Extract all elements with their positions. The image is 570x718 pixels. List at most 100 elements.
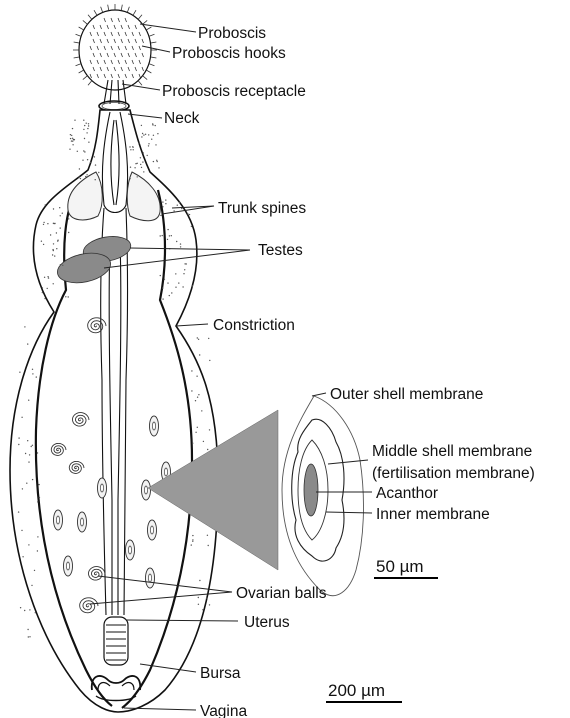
- stipple-dot: [19, 372, 20, 373]
- stipple-dot: [42, 292, 43, 293]
- stipple-dot: [98, 172, 99, 173]
- stipple-dot: [53, 223, 54, 224]
- stipple-dot: [162, 287, 163, 288]
- stipple-dot: [36, 376, 37, 377]
- stipple-dot: [207, 449, 208, 450]
- stipple-dot: [53, 208, 54, 209]
- stipple-dot: [84, 138, 85, 139]
- stipple-dot: [72, 141, 73, 142]
- stipple-dot: [162, 298, 163, 299]
- stipple-dot: [73, 139, 74, 140]
- stipple-dot: [71, 135, 72, 136]
- stipple-dot: [169, 235, 170, 236]
- stipple-dot: [82, 160, 83, 161]
- egg-core: [57, 516, 60, 524]
- stipple-dot: [87, 128, 88, 129]
- stipple-dot: [24, 610, 25, 611]
- stipple-dot: [181, 208, 182, 209]
- stipple-dot: [140, 164, 141, 165]
- stipple-dot: [165, 199, 166, 200]
- stipple-dot: [72, 138, 73, 139]
- stipple-dot: [162, 235, 163, 236]
- stipple-dot: [94, 156, 95, 157]
- stipple-dot: [95, 179, 96, 180]
- stipple-dot: [29, 636, 30, 637]
- label-proboscis-receptacle: Proboscis receptacle: [162, 83, 306, 100]
- stipple-dot: [31, 585, 32, 586]
- stipple-dot: [197, 397, 198, 398]
- label-ovarian-balls: Ovarian balls: [236, 585, 327, 602]
- stipple-dot: [18, 444, 19, 445]
- label-trunk-spines: Trunk spines: [218, 200, 306, 217]
- label-proboscis-hooks: Proboscis hooks: [172, 45, 286, 62]
- stipple-dot: [162, 206, 163, 207]
- stipple-dot: [70, 138, 71, 139]
- stipple-dot: [85, 176, 86, 177]
- stipple-dot: [137, 176, 138, 177]
- stipple-dot: [183, 273, 184, 274]
- stipple-dot: [32, 479, 33, 480]
- stipple-dot: [191, 370, 192, 371]
- stipple-dot: [90, 162, 91, 163]
- stipple-dot: [199, 580, 200, 581]
- stipple-dot: [44, 277, 45, 278]
- scale-bar-body: 200 µm: [326, 681, 402, 702]
- stipple-dot: [74, 120, 75, 121]
- stipple-dot: [162, 201, 163, 202]
- hook-fringe: [150, 42, 156, 43]
- hook-fringe: [138, 15, 142, 20]
- stipple-dot: [164, 279, 165, 280]
- stipple-dot: [201, 410, 202, 411]
- stipple-dot: [72, 144, 73, 145]
- label-uterus: Uterus: [244, 614, 290, 631]
- label-neck: Neck: [164, 110, 200, 127]
- egg-core: [101, 484, 104, 492]
- stipple-dot: [179, 202, 180, 203]
- stipple-dot: [50, 234, 51, 235]
- stipple-dot: [167, 282, 168, 283]
- hook-fringe: [74, 42, 80, 43]
- stipple-dot: [155, 144, 156, 145]
- stipple-dot: [53, 283, 54, 284]
- stipple-dot: [62, 213, 63, 214]
- stipple-dot: [189, 214, 190, 215]
- stipple-dot: [22, 488, 23, 489]
- stipple-dot: [202, 609, 203, 610]
- stipple-dot: [130, 149, 131, 150]
- stipple-dot: [130, 167, 131, 168]
- hook-fringe: [76, 34, 82, 36]
- enlarged-egg: [282, 396, 363, 596]
- stipple-dot: [129, 146, 130, 147]
- hook-fringe: [83, 76, 88, 80]
- stipple-dot: [87, 159, 88, 160]
- egg-core: [129, 546, 132, 554]
- hook-fringe: [138, 81, 142, 86]
- stipple-dot: [135, 163, 136, 164]
- stipple-dot: [53, 243, 54, 244]
- stipple-dot: [176, 241, 177, 242]
- stipple-dot: [148, 134, 149, 135]
- stipple-dot: [171, 235, 172, 236]
- stipple-dot: [45, 204, 46, 205]
- stipple-dot: [22, 556, 23, 557]
- stipple-dot: [145, 134, 146, 135]
- stipple-dot: [86, 123, 87, 124]
- label-proboscis: Proboscis: [198, 25, 266, 42]
- stipple-dot: [39, 497, 40, 498]
- stipple-dot: [21, 417, 22, 418]
- stipple-dot: [203, 441, 204, 442]
- stipple-dot: [79, 168, 80, 169]
- stipple-dot: [68, 218, 69, 219]
- stipple-dot: [209, 604, 210, 605]
- stipple-dot: [43, 244, 44, 245]
- scale-label-egg: 50 µm: [376, 557, 424, 576]
- hook-fringe: [79, 27, 84, 30]
- hook-fringe: [143, 76, 148, 80]
- stipple-dot: [29, 454, 30, 455]
- stipple-dot: [47, 223, 48, 224]
- stipple-dot: [60, 264, 61, 265]
- stipple-dot: [191, 544, 192, 545]
- stipple-dot: [52, 254, 53, 255]
- stipple-dot: [62, 265, 63, 266]
- egg-core: [81, 518, 84, 526]
